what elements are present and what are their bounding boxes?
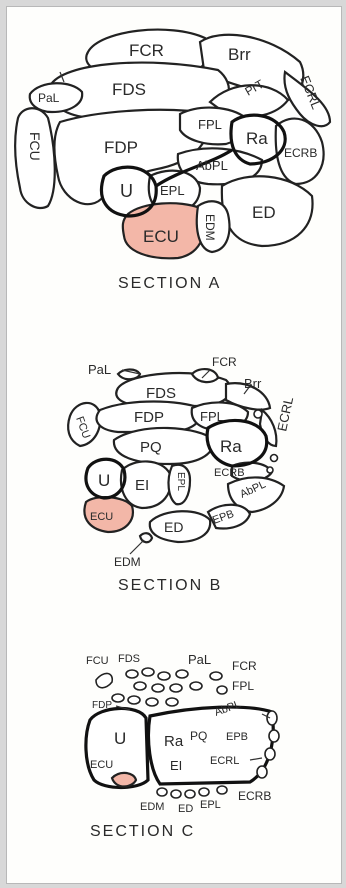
label-ed: ED — [252, 203, 276, 222]
ulna-outline — [84, 457, 127, 500]
label-ecrl: ECRL — [274, 396, 296, 433]
label-edm: EDM — [140, 801, 164, 813]
label-ecrl: ECRL — [210, 755, 239, 767]
label-fcr: FCR — [232, 659, 257, 673]
muscle-ed — [220, 175, 314, 248]
label-fpl: FPL — [198, 117, 222, 132]
ecrl-leader — [249, 757, 263, 761]
label-ei: EI — [170, 758, 182, 773]
label-ecu: ECU — [90, 759, 113, 771]
label-fpl: FPL — [200, 409, 224, 424]
muscle-ecrb — [274, 117, 325, 186]
label-ed: ED — [178, 803, 193, 815]
label-epl: EPL — [175, 472, 186, 491]
muscle-ed — [148, 510, 212, 544]
fcr-leader — [201, 369, 211, 379]
label-fpl: FPL — [232, 679, 254, 693]
ulna-outline — [99, 165, 158, 218]
muscle-ecu-highlighted — [121, 202, 206, 260]
radius-outline — [205, 418, 269, 468]
label-epb: EPB — [226, 731, 248, 743]
label-fdp: FDP — [92, 700, 112, 711]
label-ecu: ECU — [143, 227, 179, 246]
label-ed: ED — [164, 519, 183, 535]
label-fcu: FCU — [27, 132, 43, 161]
muscle-ei — [119, 460, 172, 510]
muscle-fcu — [67, 401, 102, 448]
label-fds: FDS — [146, 385, 176, 402]
label-brr: Brr — [228, 45, 251, 64]
section-c: FCU FDS PaL FCR FPL FDP AbPL U Ra PQ EPB… — [84, 652, 280, 840]
muscle-edm — [195, 200, 231, 254]
muscle-pal — [28, 82, 84, 114]
muscle-epl — [167, 463, 192, 506]
label-u: U — [120, 181, 133, 201]
section-b: PaL FCR FDS Brr ECRL FCU FDP FPL PQ Ra E… — [67, 355, 296, 594]
muscle-fdp — [53, 108, 212, 206]
muscle-abpl — [226, 476, 286, 514]
interosseous-line — [155, 148, 233, 188]
label-ra: Ra — [220, 437, 242, 456]
label-fdp: FDP — [104, 138, 138, 157]
label-pal: PaL — [188, 652, 211, 667]
label-fds: FDS — [112, 80, 146, 99]
label-ecu: ECU — [90, 511, 113, 523]
label-fcr: FCR — [212, 355, 237, 369]
radius-c-outline — [146, 705, 275, 786]
vessel-b3 — [266, 466, 274, 474]
label-brr: Brr — [244, 376, 262, 391]
label-pq: PQ — [190, 729, 207, 743]
vessel-b1 — [253, 409, 263, 419]
label-pq: PQ — [140, 439, 162, 456]
label-ei: EI — [135, 477, 149, 494]
tendon-cluster-extensors — [156, 710, 280, 799]
pal-leader — [59, 71, 65, 83]
muscle-ecrl — [283, 70, 332, 128]
muscle-edm — [138, 532, 154, 544]
label-ra: Ra — [164, 733, 184, 750]
muscle-fcu — [14, 107, 56, 210]
label-ecrb: ECRB — [238, 789, 271, 803]
label-u: U — [98, 471, 110, 490]
label-fcr: FCR — [129, 41, 164, 60]
muscle-pq — [112, 426, 216, 466]
label-fdp: FDP — [134, 409, 164, 426]
tendon-ecu-highlighted — [110, 771, 138, 788]
label-fcu: FCU — [86, 655, 109, 667]
section-c-title: SECTION C — [90, 823, 195, 840]
brr-leader — [243, 385, 251, 395]
edm-leader — [129, 539, 145, 555]
label-ecrb: ECRB — [214, 467, 245, 479]
muscle-fds — [48, 61, 230, 120]
tendon-cluster-flexors — [111, 667, 228, 707]
label-pal: PaL — [38, 91, 60, 105]
section-a-title: SECTION A — [118, 275, 221, 292]
label-pal: PaL — [88, 362, 111, 377]
label-fds: FDS — [118, 653, 140, 665]
label-epl: EPL — [160, 183, 185, 198]
tendon-fcu — [95, 672, 114, 689]
muscle-epb — [206, 503, 252, 530]
section-b-title: SECTION B — [118, 577, 222, 594]
label-epl: EPL — [200, 799, 221, 811]
section-a: FCR Brr ECRL PaL FDS PrT FCU FDP FPL Ra … — [14, 28, 332, 292]
pal-leader — [121, 369, 141, 375]
label-u: U — [114, 729, 126, 748]
radius-outline — [229, 113, 287, 166]
fdp-leader — [115, 705, 131, 711]
abpl-leader — [261, 713, 271, 719]
label-abpl: AbPL — [196, 158, 228, 173]
label-ecrb: ECRB — [284, 146, 317, 160]
label-ra: Ra — [246, 129, 268, 148]
ulna-c-outline — [84, 706, 150, 790]
label-edm: EDM — [114, 555, 141, 569]
label-edm: EDM — [203, 214, 217, 241]
vessel-b2 — [269, 453, 279, 463]
